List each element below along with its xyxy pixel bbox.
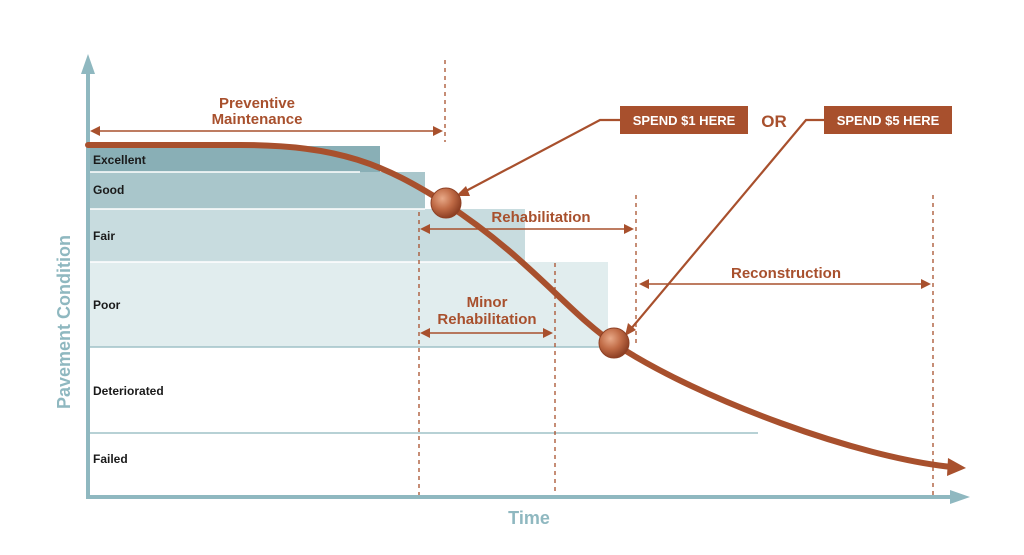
band-good <box>88 172 425 209</box>
band-fair <box>88 209 525 262</box>
condition-labels: Excellent Good Fair Poor Deteriorated Fa… <box>93 153 164 466</box>
callout-pointers <box>463 118 824 331</box>
spend1-callout: SPEND $1 HERE <box>620 106 748 134</box>
reconstruction-label: Reconstruction <box>731 265 841 282</box>
spend1-marker <box>430 187 462 219</box>
spend5-pointer-arrow-icon <box>625 323 636 336</box>
spend5-callout: SPEND $5 HERE <box>824 106 952 134</box>
condition-good: Good <box>93 183 124 197</box>
arrowhead-icon <box>639 279 649 289</box>
x-axis-label: Time <box>508 508 550 528</box>
band-poor <box>88 262 608 347</box>
y-axis-arrow-icon <box>81 54 95 74</box>
preventive-label-line1: Preventive <box>219 95 295 112</box>
condition-fair: Fair <box>93 229 115 243</box>
condition-deteriorated: Deteriorated <box>93 384 164 398</box>
arrowhead-icon <box>624 224 634 234</box>
x-axis-arrow-icon <box>950 490 970 504</box>
arrowhead-icon <box>420 328 430 338</box>
arrowhead-icon <box>420 224 430 234</box>
spend1-text: SPEND $1 HERE <box>633 113 736 128</box>
spend5-marker <box>598 327 630 359</box>
minor-label-line2: Rehabilitation <box>437 311 536 328</box>
curve-arrow-icon <box>947 458 966 476</box>
deterioration-curve <box>85 142 955 470</box>
spend5-pointer <box>629 118 824 331</box>
arrowhead-icon <box>921 279 931 289</box>
y-axis-label: Pavement Condition <box>54 235 74 409</box>
rehabilitation-label: Rehabilitation <box>491 209 590 226</box>
condition-poor: Poor <box>93 298 121 312</box>
spend1-pointer-arrow-icon <box>456 186 470 196</box>
or-text: OR <box>761 112 787 131</box>
arrowhead-icon <box>90 126 100 136</box>
axes: Pavement Condition Time <box>54 54 970 528</box>
preventive-label-line2: Maintenance <box>212 111 303 128</box>
condition-failed: Failed <box>93 452 128 466</box>
time-guides <box>418 60 934 495</box>
spend1-pointer <box>463 118 620 193</box>
spend5-box <box>824 106 952 134</box>
condition-excellent: Excellent <box>93 153 146 167</box>
phase-labels: Preventive Maintenance Rehabilitation Mi… <box>212 95 841 328</box>
minor-label-line1: Minor <box>467 294 508 311</box>
spend1-box <box>620 106 748 134</box>
spend5-text: SPEND $5 HERE <box>837 113 940 128</box>
arrowhead-icon <box>433 126 443 136</box>
phase-arrows <box>90 126 931 338</box>
arrowhead-icon <box>543 328 553 338</box>
